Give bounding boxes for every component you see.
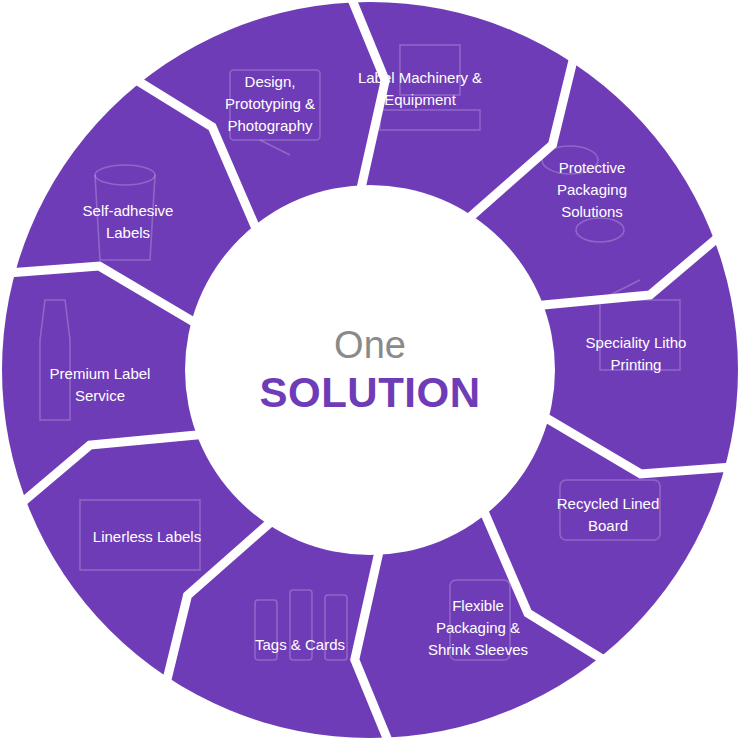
segment-label: Premium Label Service <box>42 363 158 407</box>
hub-heading: SOLUTION <box>260 368 481 418</box>
segment-label: Speciality Litho Printing <box>574 332 698 376</box>
segment-label: Recycled Lined Board <box>547 493 669 537</box>
ring-segment: Tags & Cards <box>240 634 360 656</box>
ring-segment: Protective Packaging Solutions <box>547 157 637 223</box>
segment-label: Linerless Labels <box>77 526 217 548</box>
hub-word: One <box>334 322 406 368</box>
segment-divider <box>483 510 606 662</box>
ring-segment: Self-adhesive Labels <box>74 200 182 244</box>
ring-segment: Speciality Litho Printing <box>574 332 698 376</box>
segment-dividers <box>8 0 732 740</box>
ring-segment: Premium Label Service <box>42 363 158 407</box>
ring-segment: Label Machinery & Equipment <box>356 67 484 111</box>
segment-divider <box>538 236 720 306</box>
segment-divider <box>350 0 385 190</box>
segment-divider <box>8 266 196 323</box>
faint-icons <box>40 45 680 660</box>
segment-label: Label Machinery & Equipment <box>356 67 484 111</box>
segment-label: Tags & Cards <box>240 634 360 656</box>
ring-segment: Design, Prototyping & Photography <box>211 71 329 137</box>
segment-divider <box>20 435 202 505</box>
segment-label: Flexible Packaging & Shrink Sleeves <box>419 595 537 661</box>
segment-label: Self-adhesive Labels <box>74 200 182 244</box>
segment-label: Protective Packaging Solutions <box>547 157 637 223</box>
segment-divider <box>544 417 732 474</box>
segment-divider <box>166 521 272 685</box>
segment-divider <box>355 550 390 740</box>
ring-segment: Recycled Lined Board <box>547 493 669 537</box>
ring-segment: Linerless Labels <box>77 526 217 548</box>
center-circle: OneSOLUTION <box>185 185 555 555</box>
segment-label: Design, Prototyping & Photography <box>211 71 329 137</box>
ring-segment: Flexible Packaging & Shrink Sleeves <box>419 595 537 661</box>
